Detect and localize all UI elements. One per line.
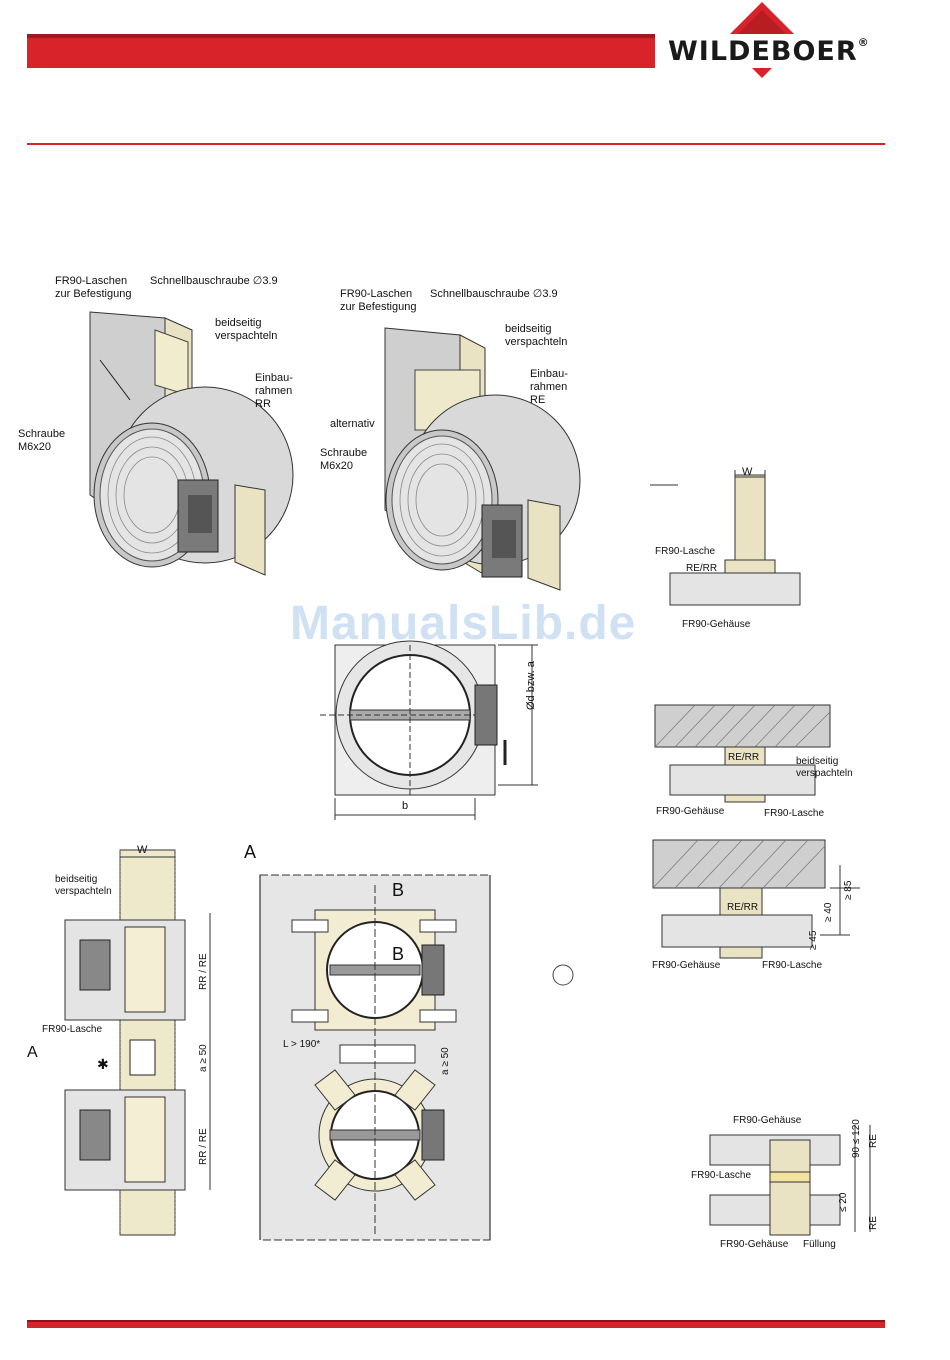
view-a-figure (259, 874, 491, 1241)
left-a50-label: a ≥ 50 (198, 1044, 209, 1072)
right4-lasche-label: FR90-Lasche (691, 1170, 752, 1181)
fig2-alternativ-label: alternativ (330, 418, 375, 430)
footer-bar (27, 1320, 885, 1328)
right3-dim85: ≥ 85 (843, 880, 854, 900)
right3-lasche-label: FR90-Lasche (762, 960, 823, 971)
damper-isometric-re-figure (384, 327, 581, 591)
view-b1-letter: B (392, 880, 405, 900)
ceiling-dims-figure (652, 839, 860, 959)
logo-box (655, 34, 890, 68)
right1-w-label: W (742, 466, 753, 478)
left-lasche-label: FR90-Lasche (42, 1024, 103, 1035)
right3-dim45: ≥ 45 (808, 930, 819, 950)
wall-two-dampers-figure (64, 849, 211, 1236)
left-rrre1-label: RR / RE (198, 953, 209, 990)
left-asterisk: ✱ (97, 1056, 109, 1072)
dim-b-label: b (402, 800, 409, 812)
circle-marker (552, 964, 574, 986)
right2-lasche-label: FR90-Lasche (764, 808, 825, 819)
view-b2-letter: B (392, 944, 405, 964)
right2-gehaeuse-label: FR90-Gehäuse (656, 806, 725, 817)
right4-dim20: ≤ 20 (838, 1192, 849, 1212)
right4-re2: RE (868, 1216, 879, 1230)
right4-dim-range: 90 ≤ 120 (851, 1119, 862, 1158)
fig2-schraube-label: Schnellbauschraube ∅3.9 (430, 288, 558, 300)
ceiling-section-figure (654, 704, 831, 803)
right3-gehaeuse-label: FR90-Gehäuse (652, 960, 721, 971)
right1-gehaeuse-label: FR90-Gehäuse (682, 619, 751, 630)
brand-logo: WILDEBOER® (668, 36, 870, 67)
right3-dim40: ≥ 40 (823, 902, 834, 922)
view-a-letter: A (244, 842, 257, 862)
fig1-schraube-label: Schnellbauschraube ∅3.9 (150, 275, 278, 287)
dim-d-label: Ød bzw. a (525, 661, 537, 710)
right4-fuellung-label: Füllung (803, 1239, 836, 1250)
stacked-dampers-figure (709, 1125, 871, 1236)
front-section-figure (320, 640, 538, 820)
view-l190-label: L > 190* (283, 1039, 321, 1050)
right4-re1: RE (868, 1134, 879, 1148)
right4-gehaeuse-top-label: FR90-Gehäuse (733, 1115, 802, 1126)
right4-gehaeuse-bottom-label: FR90-Gehäuse (720, 1239, 789, 1250)
top-rule (27, 143, 885, 145)
right2-rere-label: RE/RR (728, 752, 760, 763)
left-arrow-a-label: A (27, 1044, 38, 1061)
left-w-label: W (137, 844, 148, 856)
right3-rere-label: RE/RR (727, 902, 759, 913)
view-a50-label: a ≥ 50 (440, 1047, 451, 1075)
right1-rere-label: RE/RR (686, 563, 718, 574)
wall-section-figure (650, 470, 801, 606)
right1-lasche-label: FR90-Lasche (655, 546, 716, 557)
damper-isometric-rr-figure (89, 311, 294, 576)
left-rrre2-label: RR / RE (198, 1128, 209, 1165)
watermark: ManualsLib.de (290, 597, 637, 650)
